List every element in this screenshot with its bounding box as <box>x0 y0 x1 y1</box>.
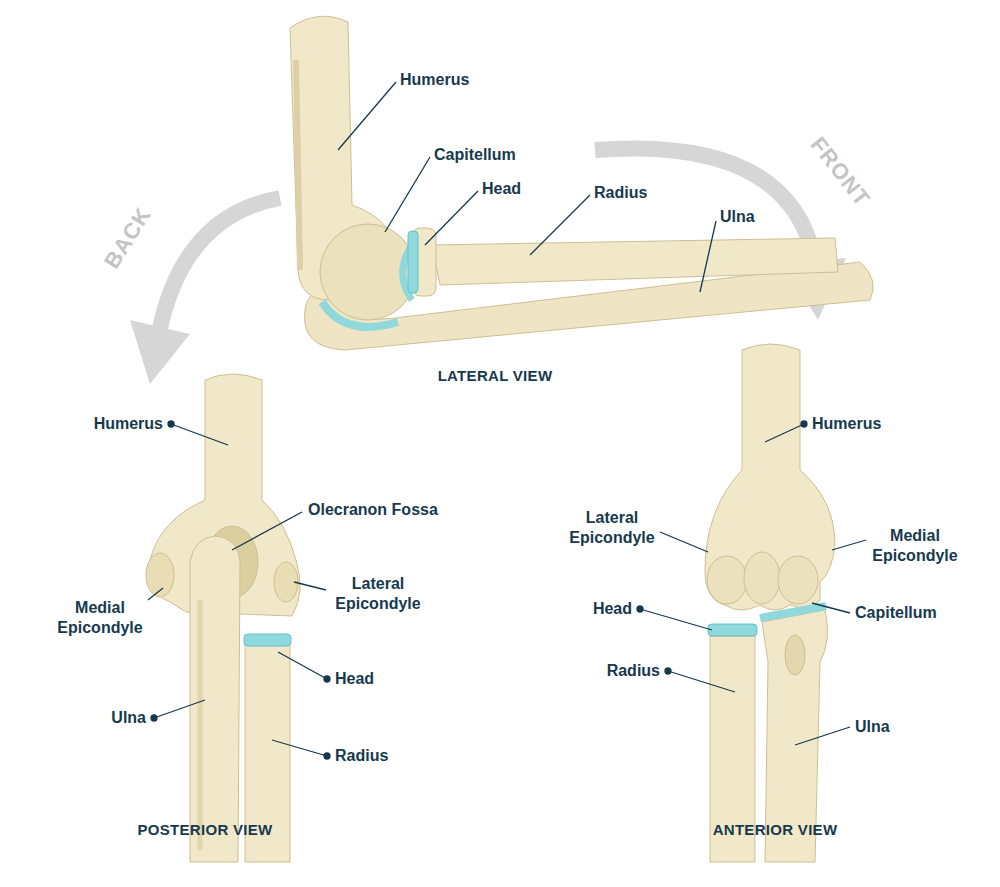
part-label: Lateral Epicondyle <box>557 508 667 548</box>
part-label: Capitellum <box>855 603 937 623</box>
leader-lines <box>148 82 866 759</box>
part-label: Ulna <box>111 708 146 728</box>
part-label: Head <box>335 669 374 689</box>
part-label: Humerus <box>94 414 163 434</box>
part-label: Ulna <box>720 207 755 227</box>
posterior-elbow <box>146 374 300 862</box>
part-label: Medial Epicondyle <box>860 526 970 566</box>
part-label: Medial Epicondyle <box>45 598 155 638</box>
part-label: Radius <box>607 661 660 681</box>
part-label: Head <box>593 599 632 619</box>
lateral-elbow <box>290 16 873 350</box>
part-label: Lateral Epicondyle <box>323 574 433 614</box>
direction-label: FRONT <box>807 134 872 210</box>
view-title: ANTERIOR VIEW <box>713 820 838 840</box>
view-title: LATERAL VIEW <box>438 366 553 386</box>
part-label: Olecranon Fossa <box>308 500 438 520</box>
part-label: Capitellum <box>434 145 516 165</box>
part-label: Radius <box>594 183 647 203</box>
part-label: Humerus <box>400 70 469 90</box>
view-title: POSTERIOR VIEW <box>137 820 272 840</box>
part-label: Radius <box>335 746 388 766</box>
part-label: Ulna <box>855 717 890 737</box>
direction-label: BACK <box>102 204 155 272</box>
part-label: Humerus <box>812 414 881 434</box>
part-label: Head <box>482 179 521 199</box>
direction-arrows <box>130 148 846 384</box>
